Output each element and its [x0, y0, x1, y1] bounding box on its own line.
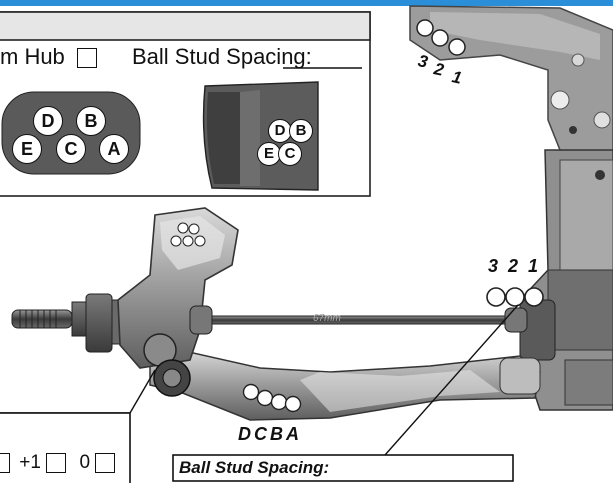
hub-checkbox[interactable]: [76, 48, 97, 69]
tower-hole-cluster: [416, 19, 466, 56]
block-hole-b: B: [289, 119, 313, 143]
bottom-right-callout-box: [172, 454, 514, 482]
axle-thread: [11, 309, 73, 329]
arm-hole-cluster: [242, 383, 302, 413]
hub-hole-cluster: [170, 222, 206, 247]
bottom-left-options: +1 0: [0, 452, 116, 474]
ball-stud-spacing-label: Ball Stud Spacing:: [132, 44, 312, 69]
option-plus1-checkbox[interactable]: [46, 452, 67, 473]
option-0-label: 0: [79, 452, 91, 473]
chassis-hole-2: 2: [508, 256, 519, 276]
hole-a: A: [99, 134, 129, 164]
hole-b: B: [76, 106, 106, 136]
block-hole-d: D: [268, 119, 292, 143]
arm-hole-label: DCBA: [238, 424, 302, 444]
hub-label: m Hub: [0, 44, 65, 69]
hub-label-line: m Hub: [0, 44, 97, 70]
bottom-ball-stud-spacing-label: Ball Stud Spacing:: [179, 458, 330, 477]
link-length-label: 67mm: [313, 313, 341, 324]
option-0-checkbox[interactable]: [95, 452, 116, 473]
hole-d: D: [33, 106, 63, 136]
option-plus1-label: +1: [19, 452, 41, 473]
chassis-hole-3: 3: [488, 256, 499, 276]
option-partial-checkbox[interactable]: [0, 452, 10, 473]
chassis-hole-1: 1: [528, 256, 539, 276]
bottom-right-leader: [384, 304, 519, 456]
hole-e: E: [12, 134, 42, 164]
hole-c: C: [56, 134, 86, 164]
block-hole-c: C: [278, 142, 302, 166]
accent-top-bar: [0, 0, 613, 6]
camber-link-rod: [204, 315, 516, 325]
bottom-left-leader: [0, 369, 156, 414]
block-hole-e: E: [257, 142, 281, 166]
chassis-hole-cluster: [486, 287, 544, 307]
